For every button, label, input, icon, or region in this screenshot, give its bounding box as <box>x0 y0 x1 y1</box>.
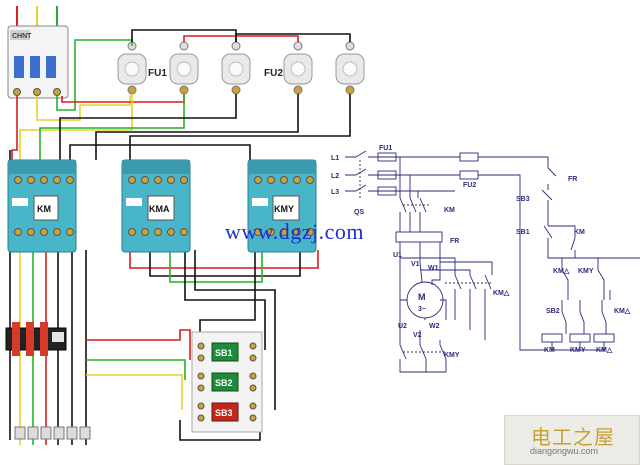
thermal-relay <box>5 322 67 356</box>
fuse-holder <box>117 41 147 95</box>
svg-text:L2: L2 <box>331 173 339 180</box>
svg-text:KM: KM <box>544 347 555 354</box>
circuit-breaker: CHNT <box>7 25 69 99</box>
svg-text:M: M <box>418 292 426 302</box>
contactor-km <box>7 159 77 253</box>
svg-text:V1: V1 <box>411 261 420 268</box>
svg-text:U2: U2 <box>398 323 407 330</box>
schematic-labels: L1 L2 L3 QS FU1 FU2 KM FR M 3~ U1 V1 W1 … <box>331 145 631 359</box>
svg-text:QS: QS <box>354 209 364 216</box>
svg-text:FU2: FU2 <box>463 182 476 189</box>
fuse-holder <box>169 41 199 95</box>
button-sb1-label: SB1 <box>215 348 233 358</box>
svg-text:KMY: KMY <box>570 347 586 354</box>
contactor-kma-label: KMA <box>149 204 170 214</box>
breaker-brand: CHNT <box>12 33 32 40</box>
watermark-text: www.dgzj.com <box>225 219 364 244</box>
button-sb2[interactable]: SB2 <box>197 372 257 392</box>
site-logo <box>504 415 640 465</box>
contactor-kmy <box>247 159 317 253</box>
button-sb3-label: SB3 <box>215 408 233 418</box>
site-logo-url: diangongwu.com <box>530 446 599 456</box>
svg-text:KM△: KM△ <box>614 308 631 315</box>
svg-text:FR: FR <box>450 238 459 245</box>
svg-text:KMY: KMY <box>444 352 460 359</box>
svg-text:KM△: KM△ <box>596 347 613 354</box>
fu2-label: FU2 <box>264 68 283 79</box>
svg-text:3~: 3~ <box>418 306 426 313</box>
svg-text:FU1: FU1 <box>379 145 392 152</box>
contactor-kma <box>121 159 191 253</box>
contactor-kmy-label: KMY <box>274 204 294 214</box>
svg-text:U1: U1 <box>393 252 402 259</box>
button-sb2-label: SB2 <box>215 378 233 388</box>
button-sb3[interactable]: SB3 <box>197 402 257 422</box>
svg-text:KM△: KM△ <box>553 268 570 275</box>
svg-text:KM: KM <box>574 229 585 236</box>
supply-wires <box>16 6 58 26</box>
svg-text:SB1: SB1 <box>516 229 530 236</box>
svg-text:SB2: SB2 <box>546 308 560 315</box>
button-sb1[interactable]: SB1 <box>197 342 257 362</box>
svg-text:SB3: SB3 <box>516 196 530 203</box>
svg-text:FR: FR <box>568 176 577 183</box>
fu1-label: FU1 <box>148 68 167 79</box>
contactor-km-label: KM <box>37 204 51 214</box>
fuse-holder <box>335 41 365 95</box>
svg-text:L3: L3 <box>331 189 339 196</box>
svg-text:W2: W2 <box>429 323 440 330</box>
svg-text:W1: W1 <box>428 265 439 272</box>
site-logo-name: 电工之屋 <box>531 425 615 449</box>
svg-text:V2: V2 <box>413 332 422 339</box>
svg-text:KMY: KMY <box>578 268 594 275</box>
schematic <box>345 150 640 373</box>
fuse-holder <box>283 41 313 95</box>
fuse-holder <box>221 41 251 95</box>
motor-terminal-block <box>14 426 91 440</box>
svg-text:KM△: KM△ <box>493 290 510 297</box>
svg-text:L1: L1 <box>331 155 339 162</box>
svg-text:KM: KM <box>444 207 455 214</box>
